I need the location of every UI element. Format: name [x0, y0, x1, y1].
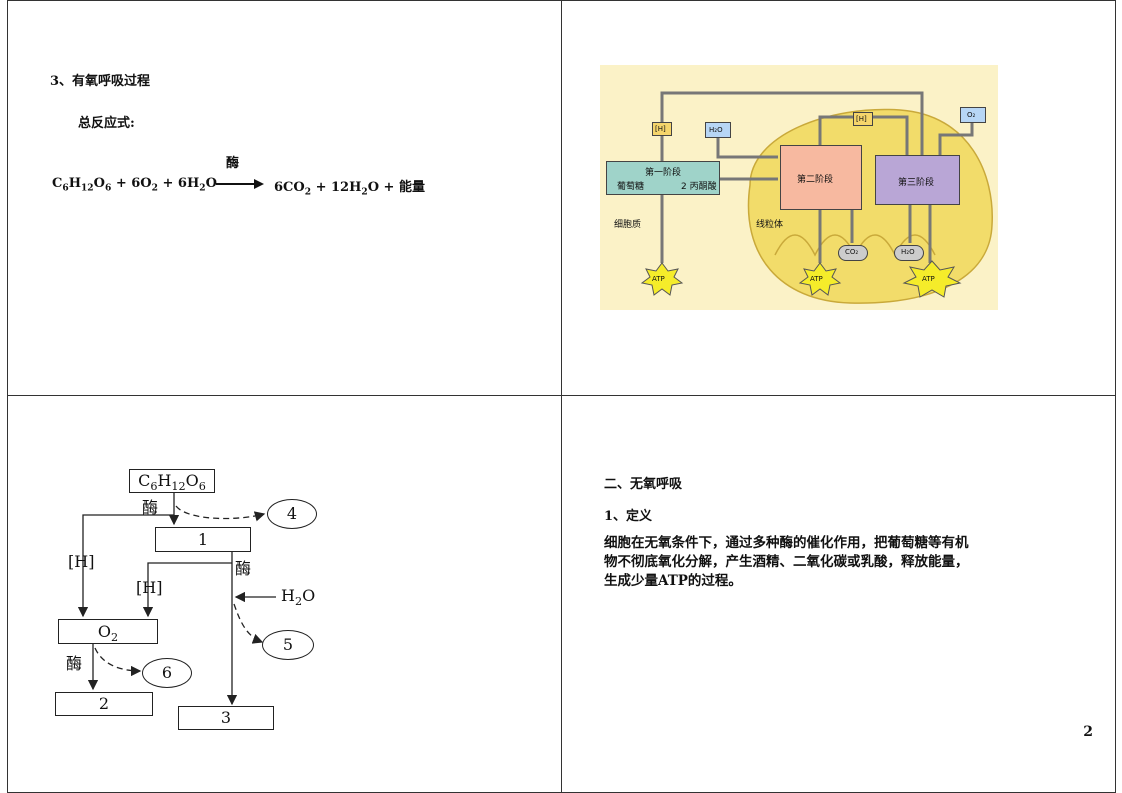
stage3-title: 第三阶段 [898, 178, 935, 188]
h2o-label: H2O [281, 586, 316, 609]
pyruvate-label: 2 丙酮酸 [681, 182, 717, 192]
reaction-arrow [216, 179, 264, 189]
box-2: 2 [55, 692, 153, 716]
page-number: 2 [1083, 724, 1093, 740]
slide-anaerobic-definition: 二、无氧呼吸 1、定义 细胞在无氧条件下，通过多种酶的催化作用，把葡萄糖等有机 … [561, 395, 1116, 793]
enzyme-label-3: 酶 [66, 654, 83, 673]
h-label-right: [H] [136, 578, 163, 597]
equation-lhs: C6H12O6 + 6O2 + 6H2O [52, 176, 217, 194]
flowchart-connectors [77, 493, 276, 706]
slide-aerobic-equation: 3、有氧呼吸过程 总反应式: 酶 C6H12O6 + 6O2 + 6H2O 6C… [7, 0, 562, 396]
definition-line-2: 物不彻底氧化分解，产生酒精、二氧化碳或乳酸，释放能量， [604, 554, 969, 570]
enzyme-label-2: 酶 [235, 559, 252, 578]
ellipse-6: 6 [142, 658, 192, 688]
o2-box: O2 [58, 619, 158, 644]
enzyme-label: 酶 [226, 156, 240, 171]
stage3-box: 第三阶段 [875, 155, 960, 205]
o2-input-box: O₂ [960, 107, 986, 123]
stage2-title: 第二阶段 [797, 175, 834, 185]
cytoplasm-label: 细胞质 [614, 220, 642, 230]
equation-rhs: 6CO2 + 12H2O + 能量 [274, 180, 425, 198]
atp-label-2: ATP [810, 275, 823, 283]
atp-label-1: ATP [652, 275, 665, 283]
h-box-right: [H] [853, 112, 873, 126]
h2o-output: H₂O [894, 245, 924, 261]
h2o-input-box: H₂O [705, 122, 731, 138]
box-1: 1 [155, 527, 251, 552]
definition-text: 细胞在无氧条件下，通过多种酶的催化作用，把葡萄糖等有机 物不彻底氧化分解，产生酒… [604, 534, 1044, 591]
stage1-box: 第一阶段 葡萄糖 2 丙酮酸 [606, 161, 720, 195]
stage1-title: 第一阶段 [645, 168, 682, 178]
anaerobic-heading: 二、无氧呼吸 [604, 477, 683, 492]
definition-heading: 1、定义 [604, 509, 653, 524]
enzyme-label-1: 酶 [142, 498, 159, 517]
definition-line-1: 细胞在无氧条件下，通过多种酶的催化作用，把葡萄糖等有机 [604, 535, 969, 551]
co2-output: CO₂ [838, 245, 868, 261]
slide-aerobic-diagram: 第一阶段 葡萄糖 2 丙酮酸 第二阶段 第三阶段 [H] [H] H₂O O₂ … [561, 0, 1116, 396]
aerobic-respiration-diagram: 第一阶段 葡萄糖 2 丙酮酸 第二阶段 第三阶段 [H] [H] H₂O O₂ … [600, 65, 998, 310]
definition-line-3: 生成少量ATP的过程。 [604, 573, 742, 589]
h-label-left: [H] [68, 552, 95, 571]
glucose-box: C6H12O6 [129, 469, 215, 493]
ellipse-5: 5 [262, 630, 314, 660]
slide-aerobic-flowchart: C6H12O6 酶 4 1 [H] 酶 [H] H2O O2 5 酶 6 2 3 [7, 395, 562, 793]
equation-heading: 总反应式: [78, 116, 135, 131]
box-3: 3 [178, 706, 274, 730]
glucose-label: 葡萄糖 [617, 182, 645, 192]
mitochondrion-label: 线粒体 [756, 220, 784, 230]
ellipse-4: 4 [267, 499, 317, 529]
section-heading: 3、有氧呼吸过程 [50, 74, 151, 89]
atp-label-3: ATP [922, 275, 935, 283]
stage2-box: 第二阶段 [780, 145, 862, 210]
h-box-left: [H] [652, 122, 672, 136]
